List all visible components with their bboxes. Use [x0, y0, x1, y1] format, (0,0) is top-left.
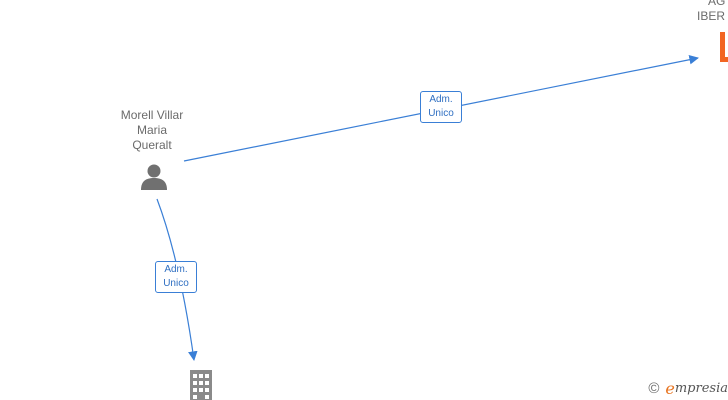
brand-name: mpresia: [674, 380, 728, 396]
brand-initial: e: [665, 378, 675, 398]
person-icon[interactable]: [141, 164, 167, 191]
person-name-label: Morell Villar Maria Queralt: [120, 108, 184, 152]
building-icon-highlighted[interactable]: [720, 32, 728, 62]
copyright-symbol: ©: [648, 379, 660, 397]
brand-logo: © e mpresia: [648, 378, 728, 398]
company-top-label: AG IBER: [697, 0, 726, 23]
building-icon[interactable]: [190, 370, 212, 400]
edge-label-role[interactable]: Adm. Unico: [155, 261, 197, 293]
edge-label-role[interactable]: Adm. Unico: [420, 91, 462, 123]
